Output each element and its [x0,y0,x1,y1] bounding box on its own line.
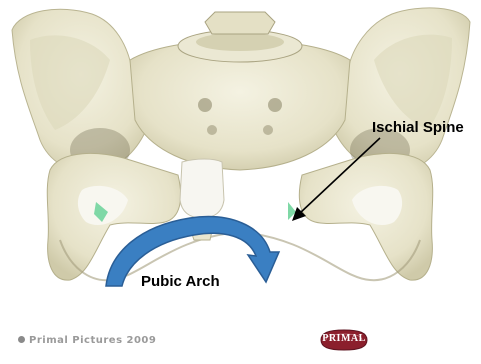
ischial-spine-label: Ischial Spine [372,119,464,136]
primal-logo: PRIMAL [318,328,370,352]
pubic-symphysis [180,159,224,218]
copyright-icon [18,336,25,343]
pubic-arch-label: Pubic Arch [141,273,220,290]
copyright-notice: Primal Pictures 2009 [18,335,156,346]
copyright-text: Primal Pictures 2009 [29,335,156,346]
primal-logo-text: PRIMAL [318,333,370,344]
